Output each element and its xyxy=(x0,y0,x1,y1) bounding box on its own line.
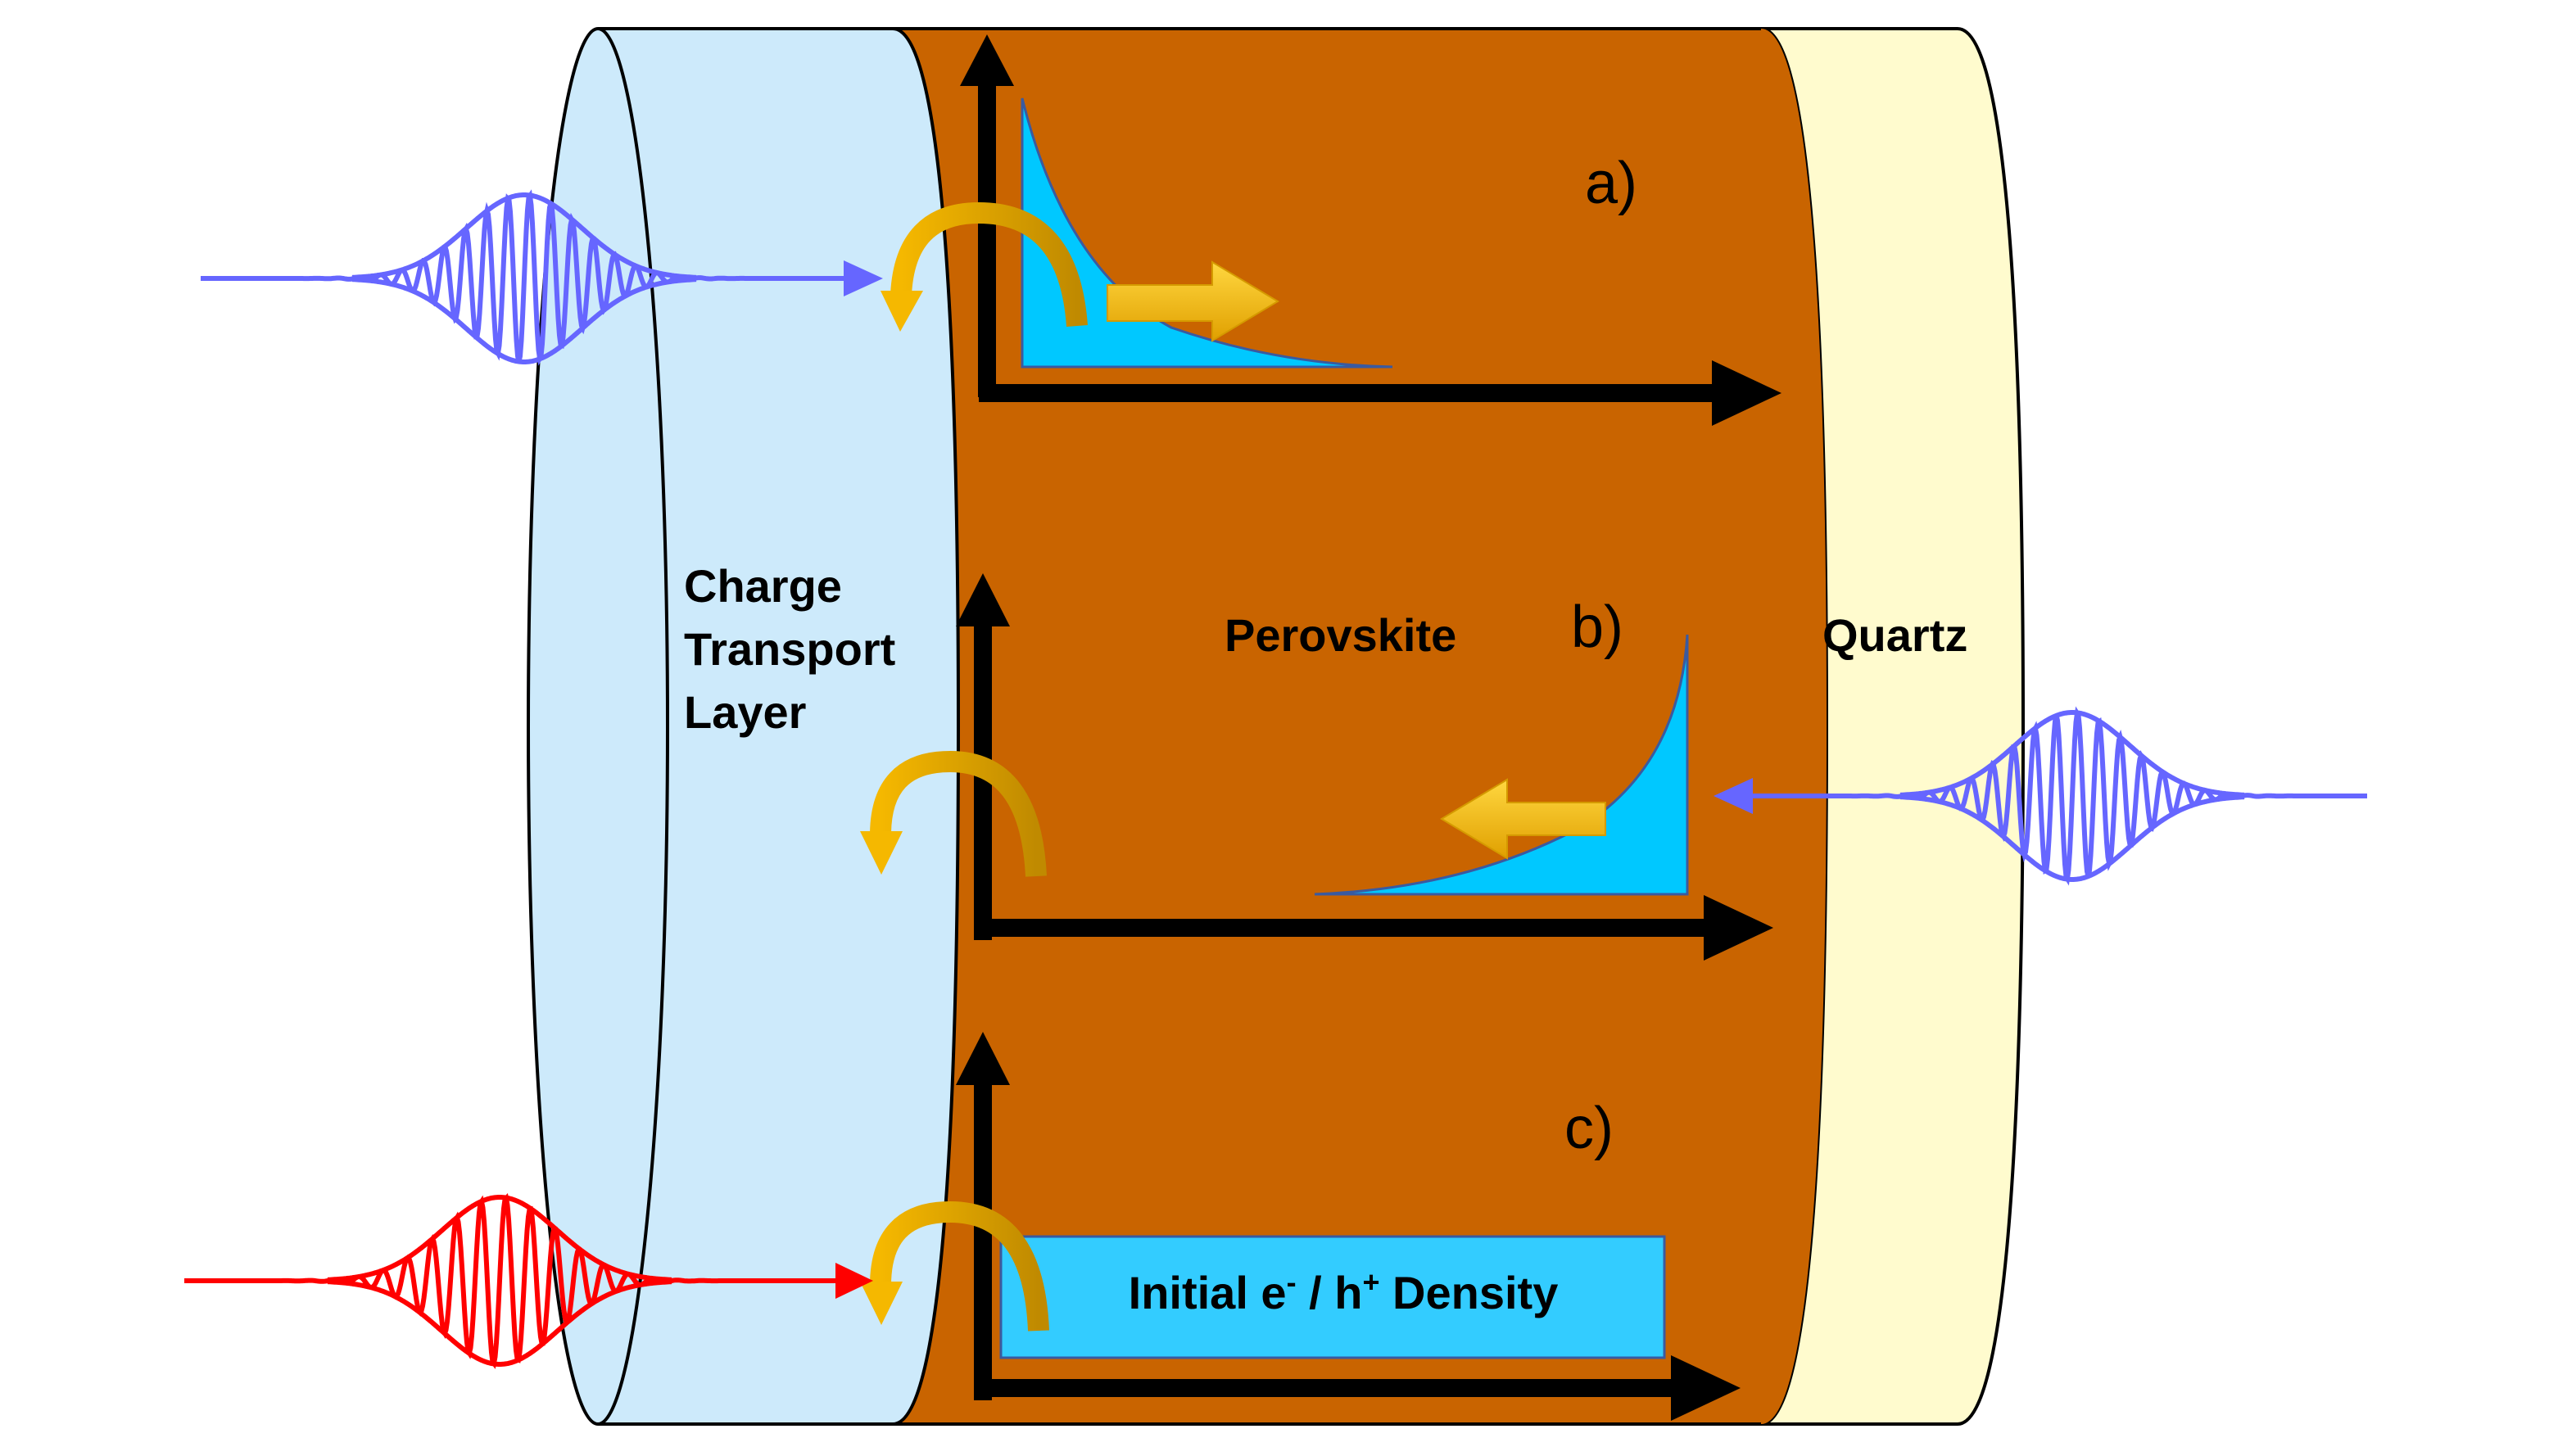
panel-c-axes xyxy=(956,1032,1741,1421)
panel-a-drift-arrow-icon xyxy=(1107,260,1279,342)
panel-a: a) xyxy=(881,34,1781,426)
box-text-prefix: Initial e xyxy=(1129,1267,1287,1318)
box-text-suffix: Density xyxy=(1380,1267,1559,1318)
panel-c-curved-arrow-icon xyxy=(860,1201,1049,1332)
charge-transport-layer xyxy=(527,27,961,1426)
blue-pulse-left-icon xyxy=(201,189,883,366)
panel-a-curved-arrow-icon xyxy=(881,201,1088,332)
box-text-mid: / h xyxy=(1297,1267,1363,1318)
panel-b-axes xyxy=(956,573,1773,961)
red-pulse-left-icon xyxy=(184,1193,873,1369)
blue-pulse-right-icon xyxy=(1714,706,2367,886)
panel-a-axes xyxy=(960,34,1781,426)
perovskite-label: Perovskite xyxy=(1225,609,1456,661)
box-text-sup1: - xyxy=(1287,1265,1297,1299)
panel-c-density-box xyxy=(999,1235,1666,1359)
panel-a-label: a) xyxy=(1585,151,1637,216)
panel-c-label: c) xyxy=(1564,1096,1614,1161)
quartz-label: Quartz xyxy=(1822,609,1967,661)
ctl-label-line3: Layer xyxy=(684,686,806,738)
panel-c: Initial e- / h+ Density c) xyxy=(860,1032,1741,1421)
ctl-label-line1: Charge xyxy=(684,560,842,612)
panel-b-label: b) xyxy=(1571,595,1623,660)
perovskite-layer xyxy=(893,27,1827,1426)
ctl-label-line2: Transport xyxy=(684,623,895,675)
panel-b: b) xyxy=(860,573,1773,961)
panel-b-curved-arrow-icon xyxy=(860,750,1047,877)
panel-c-box-text: Initial e- / h+ Density xyxy=(1129,1265,1559,1318)
panel-b-drift-arrow-icon xyxy=(1440,778,1606,860)
box-text-sup2: + xyxy=(1362,1265,1379,1299)
